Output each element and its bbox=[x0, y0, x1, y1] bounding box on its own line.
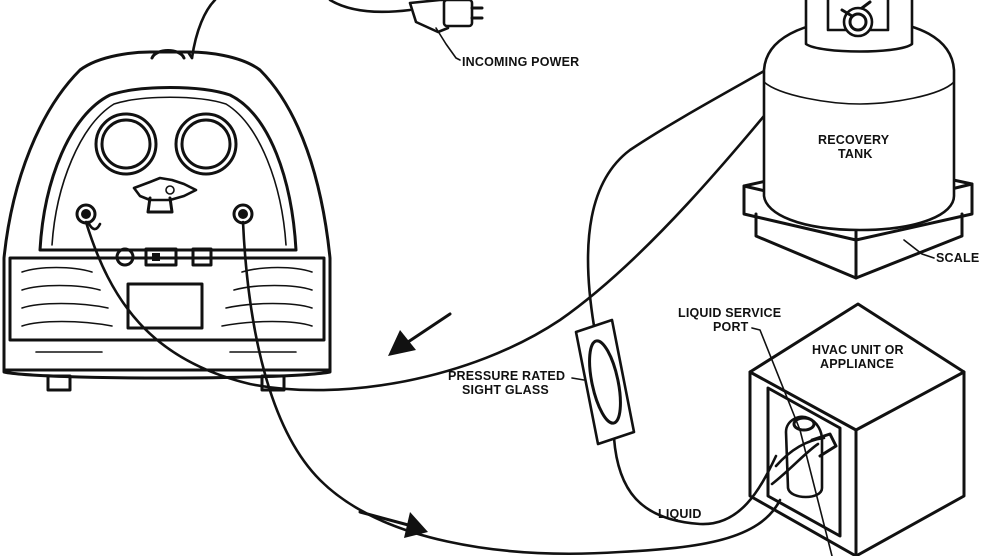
sight-glass-icon bbox=[571, 318, 636, 446]
recovery-machine-icon bbox=[2, 49, 332, 392]
scale-leader-line bbox=[903, 239, 935, 259]
hvac-unit-icon bbox=[748, 302, 966, 556]
hvac-unit-label-line1: HVAC UNIT OR bbox=[812, 343, 904, 357]
hvac-unit-label-line2: APPLIANCE bbox=[820, 357, 894, 371]
sight-glass-label-line1: PRESSURE RATED bbox=[448, 369, 565, 383]
recovery-tank-label-line2: TANK bbox=[838, 147, 873, 161]
power-plug-icon bbox=[190, 0, 484, 61]
incoming-power-label: INCOMING POWER bbox=[462, 55, 579, 69]
liquid-label: LIQUID bbox=[658, 507, 702, 521]
liquid-service-port-label-line1: LIQUID SERVICE bbox=[678, 306, 781, 320]
liquid-service-port-leader bbox=[751, 327, 833, 556]
scale-label: SCALE bbox=[936, 251, 979, 265]
refrigerant-hoses bbox=[84, 20, 850, 555]
recovery-tank-label-line1: RECOVERY bbox=[818, 133, 890, 147]
recovery-tank-icon bbox=[742, 0, 974, 280]
sight-glass-label-line2: SIGHT GLASS bbox=[462, 383, 549, 397]
liquid-service-port-label-line2: PORT bbox=[713, 320, 749, 334]
flow-arrow-icon bbox=[358, 312, 452, 538]
